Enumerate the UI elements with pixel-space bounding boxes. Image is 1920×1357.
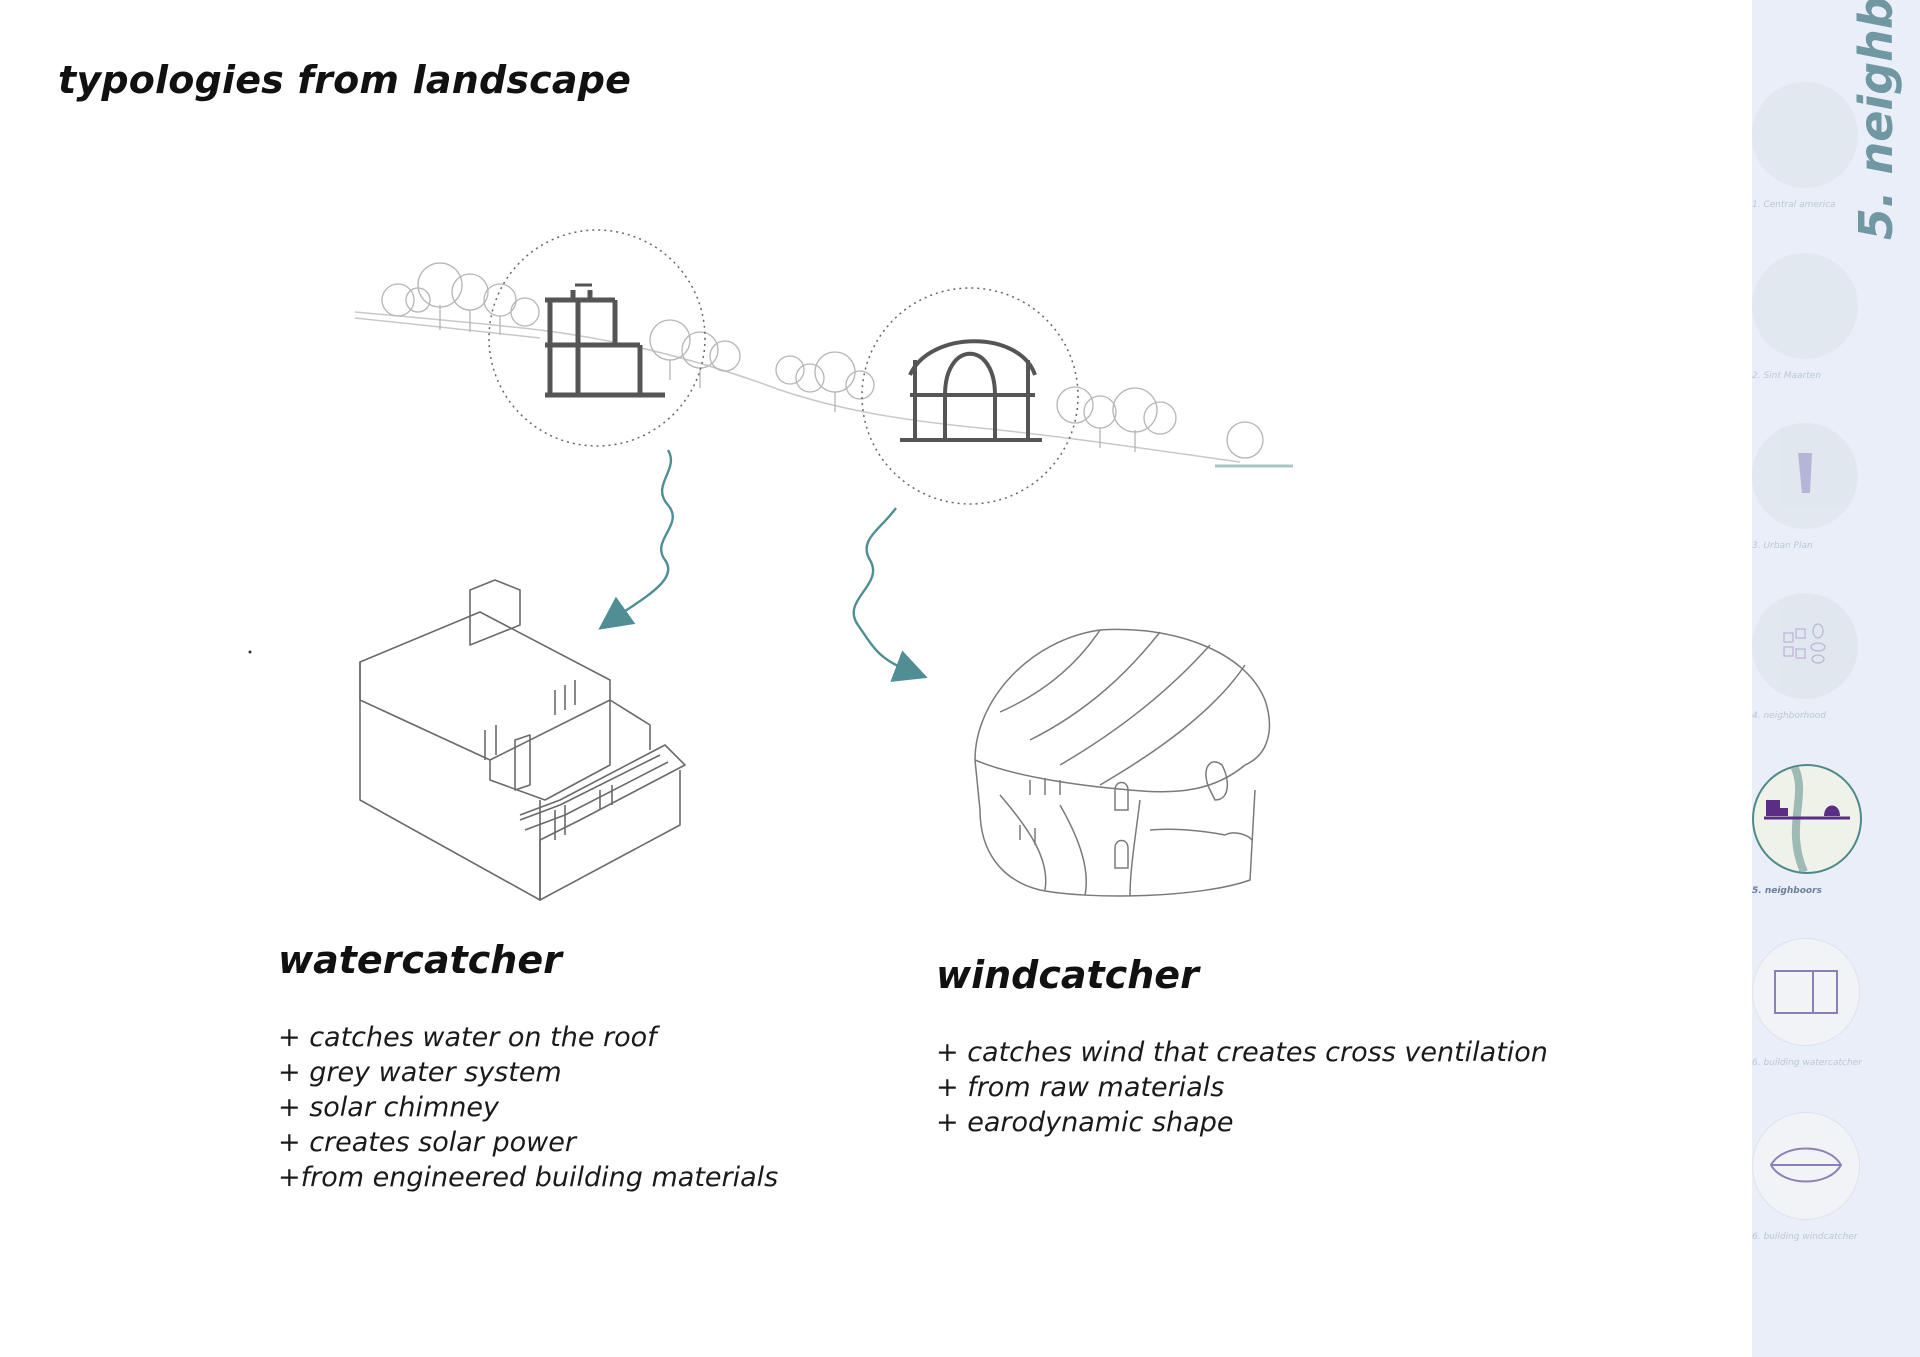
- step-thumbnail: [1752, 938, 1860, 1046]
- watercatcher-title: watercatcher: [278, 938, 562, 982]
- step-thumbnail: [1752, 1112, 1860, 1220]
- watercatcher-section-callout: [489, 230, 705, 446]
- watercatcher-feature-list: + catches water on the roof + grey water…: [278, 1020, 778, 1195]
- step-6-building-watercatcher[interactable]: 6. building watercatcher: [1752, 938, 1872, 1069]
- step-3-urban-plan[interactable]: 3. Urban Plan: [1752, 423, 1872, 552]
- watercatcher-thumb-icon: [1753, 939, 1859, 1045]
- step-caption: 6. building windcatcher: [1752, 1232, 1862, 1243]
- windcatcher-feature-list: + catches wind that creates cross ventil…: [936, 1035, 1548, 1140]
- step-caption: 5. neighboors: [1752, 886, 1862, 897]
- feature-item: + creates solar power: [278, 1125, 778, 1160]
- feature-item: + grey water system: [278, 1055, 778, 1090]
- arrow-to-windcatcher: [854, 508, 912, 672]
- windcatcher-dome-sketch: [975, 629, 1269, 896]
- step-6-building-windcatcher[interactable]: 6. building windcatcher: [1752, 1112, 1872, 1243]
- windcatcher-title: windcatcher: [936, 953, 1199, 997]
- tree-cluster-left: [382, 263, 539, 335]
- step-caption: 1. Central america: [1752, 200, 1862, 211]
- neighboors-thumb-icon: [1754, 766, 1860, 872]
- watercatcher-house-sketch: [360, 580, 685, 900]
- step-thumbnail: [1752, 423, 1858, 529]
- step-thumbnail: [1752, 82, 1858, 188]
- step-thumbnail: [1752, 593, 1858, 699]
- step-2-sint-maarten[interactable]: 2. Sint Maarten: [1752, 253, 1872, 382]
- windcatcher-thumb-icon: [1753, 1113, 1859, 1219]
- feature-item: + solar chimney: [278, 1090, 778, 1125]
- step-thumbnail: [1752, 764, 1862, 874]
- feature-item: +from engineered building materials: [278, 1160, 778, 1195]
- neighborhood-thumb-icon: [1752, 593, 1858, 699]
- step-caption: 4. neighborhood: [1752, 711, 1862, 722]
- step-4-neighborhood[interactable]: 4. neighborhood: [1752, 593, 1872, 722]
- step-caption: 3. Urban Plan: [1752, 541, 1862, 552]
- landscape-diagram: [0, 0, 1740, 1357]
- feature-item: + catches wind that creates cross ventil…: [936, 1035, 1548, 1070]
- stray-dot: [249, 651, 252, 654]
- tree-cluster-mid: [650, 320, 874, 412]
- feature-item: + from raw materials: [936, 1070, 1548, 1105]
- step-thumbnail: [1752, 253, 1858, 359]
- step-5-neighboors[interactable]: 5. neighboors: [1752, 764, 1872, 897]
- urban-plan-thumb-icon: [1752, 423, 1858, 529]
- feature-item: + catches water on the roof: [278, 1020, 778, 1055]
- step-caption: 6. building watercatcher: [1752, 1058, 1862, 1069]
- arrow-to-watercatcher: [612, 450, 673, 620]
- feature-item: + earodynamic shape: [936, 1105, 1548, 1140]
- windcatcher-section-callout: [862, 288, 1078, 504]
- step-caption: 2. Sint Maarten: [1752, 371, 1862, 382]
- step-1-central-america[interactable]: 1. Central america: [1752, 82, 1872, 211]
- tree-cluster-right: [1057, 387, 1263, 458]
